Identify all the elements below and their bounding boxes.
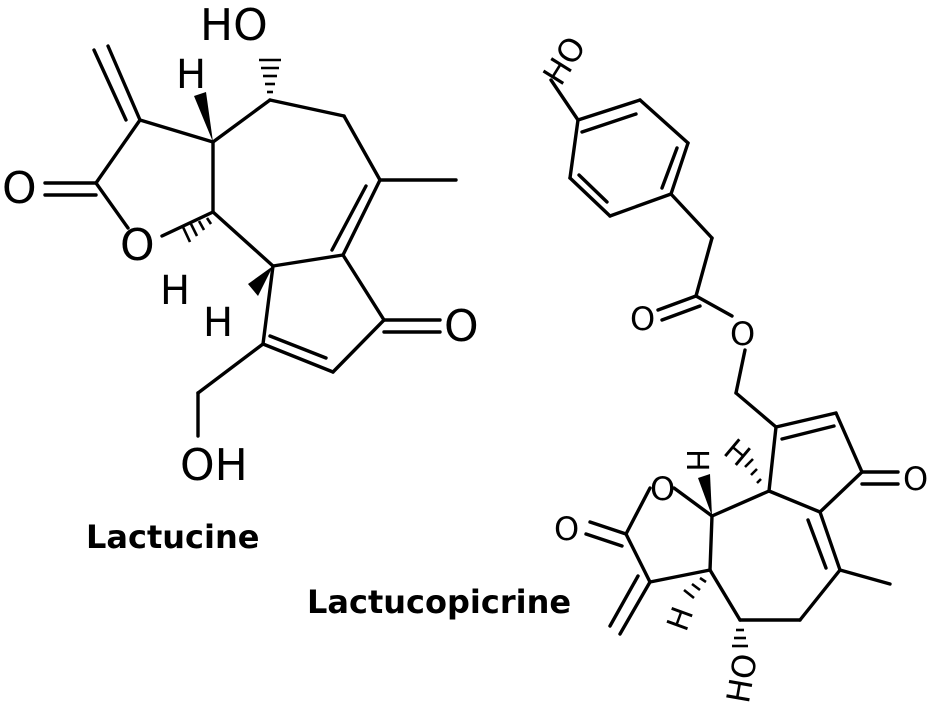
lactucine-structure bbox=[43, 44, 458, 438]
lactucine-ketone-o: O bbox=[444, 301, 479, 352]
lactucopicrine-caption: Lactucopicrine bbox=[307, 583, 571, 621]
lactucine-h-mid: H bbox=[160, 268, 190, 314]
lactucopicrine-oh-bottom: HO bbox=[719, 651, 765, 706]
lactucopicrine-hashed-bonds bbox=[683, 458, 762, 648]
lactucine-oh-bottom: OH bbox=[180, 440, 248, 491]
lactucopicrine-h-c: H bbox=[661, 602, 702, 635]
lactucopicrine-ester-o: O bbox=[730, 315, 755, 353]
lactucopicrine-lactone-carbonyl-o: O bbox=[554, 510, 579, 548]
lactucine-ring-o: O bbox=[120, 220, 155, 271]
lactucopicrine-ring-o: O bbox=[650, 470, 675, 508]
lactucine-caption: Lactucine bbox=[86, 518, 259, 556]
lactucopicrine-ketone-o: O bbox=[903, 460, 928, 498]
lactucopicrine-ester-carbonyl-o: O bbox=[630, 300, 655, 338]
lactucopicrine-structure bbox=[549, 78, 900, 648]
lactucine-hashed-bonds bbox=[181, 58, 281, 243]
lactucine-oh-top: HO bbox=[200, 0, 268, 51]
lactucopicrine-h-b: H bbox=[717, 433, 757, 474]
lactucine-carbonyl-o: O bbox=[2, 163, 37, 214]
lactucopicrine-phenol-oh: HO bbox=[535, 30, 593, 92]
lactucine-h-low: H bbox=[203, 300, 233, 346]
lactucopicrine-h-a: H bbox=[679, 449, 714, 472]
lactucine-h-top: H bbox=[176, 52, 206, 98]
